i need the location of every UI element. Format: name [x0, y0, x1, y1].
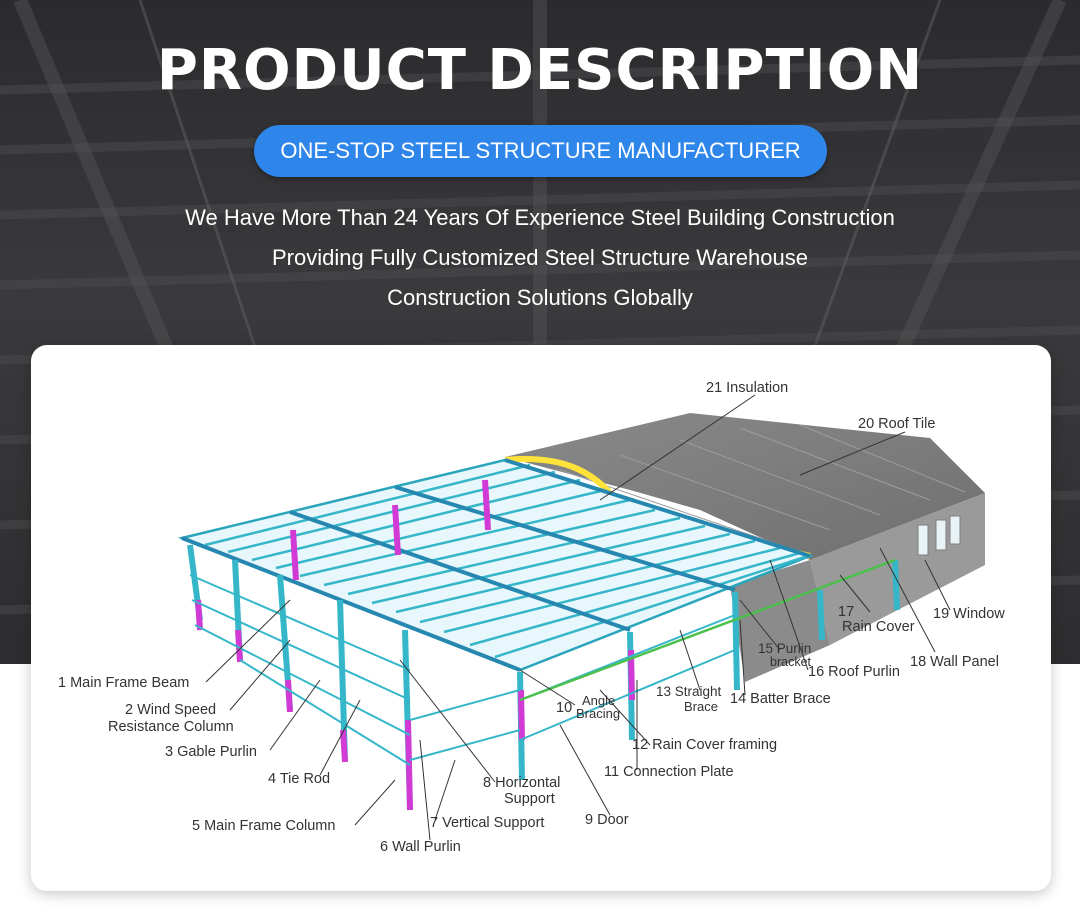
- structure-diagram-card: 1 Main Frame Beam 2 Wind Speed Resistanc…: [31, 345, 1051, 891]
- label-roof-tile: 20 Roof Tile: [858, 416, 935, 432]
- label-wind-speed-column-2: Resistance Column: [108, 719, 234, 735]
- label-window: 19 Window: [933, 606, 1005, 622]
- label-door: 9 Door: [585, 812, 629, 828]
- main-frame-beams: [181, 458, 811, 672]
- label-main-frame-beam: 1 Main Frame Beam: [58, 675, 189, 691]
- roof-tile: [505, 413, 985, 560]
- description-line: We Have More Than 24 Years Of Experience…: [185, 205, 895, 230]
- label-vertical-support: 7 Vertical Support: [430, 815, 544, 831]
- wall-purlins: [189, 574, 736, 766]
- steel-structure-diagram: 1 Main Frame Beam 2 Wind Speed Resistanc…: [58, 380, 1005, 855]
- label-batter-brace: 14 Batter Brace: [730, 691, 831, 707]
- label-angle-bracing: Angle: [582, 693, 615, 708]
- leader-lines: [205, 394, 951, 841]
- label-roof-purlin: 16 Roof Purlin: [808, 664, 900, 680]
- label-angle-bracing-2: Bracing: [576, 706, 620, 721]
- label-wind-speed-column: 2 Wind Speed: [125, 702, 216, 718]
- label-angle-bracing-number: 10: [556, 700, 572, 716]
- label-connection-plate: 11 Connection Plate: [604, 764, 734, 780]
- page-title: PRODUCT DESCRIPTION: [156, 38, 924, 103]
- gable-wall-panel: [730, 560, 830, 682]
- label-wall-panel: 18 Wall Panel: [910, 654, 999, 670]
- label-tie-rod: 4 Tie Rod: [268, 771, 330, 787]
- label-purlin-bracket-2: bracket: [770, 655, 812, 669]
- label-insulation: 21 Insulation: [706, 380, 788, 396]
- label-gable-purlin: 3 Gable Purlin: [165, 744, 257, 760]
- label-wall-purlin: 6 Wall Purlin: [380, 839, 461, 855]
- description-line: Construction Solutions Globally: [387, 285, 693, 310]
- label-main-frame-column: 5 Main Frame Column: [192, 818, 335, 834]
- label-horizontal-support: 8 Horizontal: [483, 775, 560, 791]
- label-rain-cover-number: 17: [838, 604, 854, 620]
- window-icon: [917, 515, 961, 556]
- label-rain-cover: Rain Cover: [842, 619, 915, 635]
- label-rain-cover-framing: 12 Rain Cover framing: [632, 737, 777, 753]
- manufacturer-badge: ONE-STOP STEEL STRUCTURE MANUFACTURER: [254, 125, 827, 177]
- label-straight-brace-2: Brace: [684, 699, 718, 714]
- description: We Have More Than 24 Years Of Experience…: [0, 198, 1080, 318]
- label-horizontal-support-2: Support: [504, 791, 555, 807]
- label-straight-brace: 13 Straight: [656, 684, 722, 699]
- description-line: Providing Fully Customized Steel Structu…: [272, 245, 808, 270]
- rain-cover-framing: [519, 558, 896, 702]
- label-purlin-bracket: 15 Purlin: [758, 641, 811, 656]
